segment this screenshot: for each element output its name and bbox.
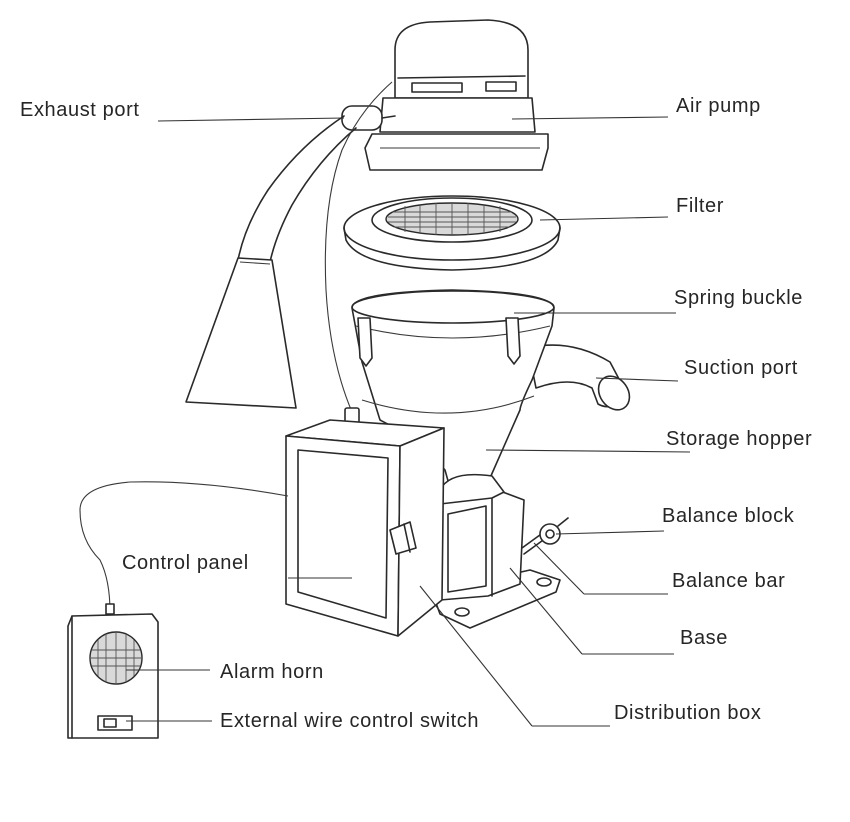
label-alarm-horn: Alarm horn xyxy=(220,661,324,683)
label-balance-block: Balance block xyxy=(662,505,795,527)
distribution-box-drawing xyxy=(285,407,445,637)
air-pump-drawing xyxy=(364,19,549,171)
base-drawing xyxy=(431,473,569,629)
label-balance-bar: Balance bar xyxy=(672,570,785,592)
label-distribution-box: Distribution box xyxy=(614,702,761,724)
leader-lines xyxy=(126,116,691,727)
label-air-pump: Air pump xyxy=(676,95,761,117)
labels: Exhaust port Air pump Filter Spring buck… xyxy=(20,95,812,732)
label-base: Base xyxy=(680,627,728,649)
filter-drawing xyxy=(343,195,561,271)
label-control-panel: Control panel xyxy=(122,552,249,574)
label-spring-buckle: Spring buckle xyxy=(674,287,803,309)
alarm-unit-drawing xyxy=(67,481,289,739)
storage-hopper-drawing xyxy=(351,289,631,489)
exhaust-hose-drawing xyxy=(185,81,396,413)
label-suction-port: Suction port xyxy=(684,357,798,379)
label-storage-hopper: Storage hopper xyxy=(666,428,812,450)
label-external-wire-control-switch: External wire control switch xyxy=(220,710,479,732)
label-filter: Filter xyxy=(676,195,724,217)
label-exhaust-port: Exhaust port xyxy=(20,99,140,121)
